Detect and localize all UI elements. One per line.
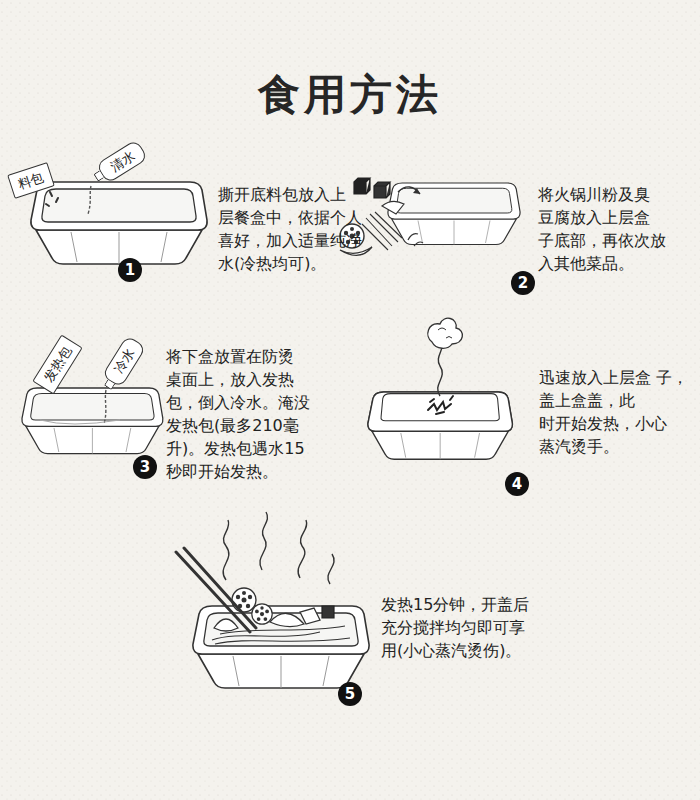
step5-picture xyxy=(176,512,369,688)
callout-number: 4 xyxy=(505,472,529,496)
title: 食用方法 xyxy=(0,70,700,120)
tofu xyxy=(374,182,390,198)
move-arrow-head xyxy=(413,188,420,194)
steam-cloud xyxy=(428,318,463,348)
node-text: 4 xyxy=(505,472,529,496)
lotus-slice xyxy=(252,604,272,624)
step4-picture xyxy=(368,318,512,459)
tofu xyxy=(354,178,370,194)
steam xyxy=(260,512,268,570)
steam xyxy=(223,520,229,580)
step-text: 撕开底料包放入上 层餐盒中，依据个人 喜好，加入适量纯净 水(冷热均可)。 xyxy=(218,183,372,275)
node-text: 3 xyxy=(133,455,157,479)
box xyxy=(368,392,512,459)
lotus-slice xyxy=(232,588,256,612)
sprouts xyxy=(408,234,423,246)
tray xyxy=(31,182,207,264)
noodles xyxy=(362,212,402,250)
tray xyxy=(22,388,163,454)
callout-number: 3 xyxy=(133,455,157,479)
mushroom xyxy=(270,613,304,626)
greens xyxy=(214,619,238,631)
chopsticks xyxy=(176,548,256,632)
node-text: 1 xyxy=(118,258,142,282)
node-text: 2 xyxy=(511,271,535,295)
move-arrow xyxy=(398,187,420,194)
callout-number: 2 xyxy=(511,271,535,295)
water-stream xyxy=(104,390,106,424)
step-text: 迅速放入上层盒 子，盖上盒盖，此 时开始发热，小心 蒸汽烫手。 xyxy=(539,366,693,458)
bowl xyxy=(193,606,369,688)
step1-picture xyxy=(31,182,207,264)
steam-vent xyxy=(428,396,453,414)
callout-number: 5 xyxy=(338,682,362,706)
steam-cloud-detail xyxy=(438,328,452,338)
seasoning-bits xyxy=(46,192,58,206)
node-text: 5 xyxy=(338,682,362,706)
tofu xyxy=(300,608,320,624)
tofu xyxy=(322,606,334,618)
node-text: 料包 xyxy=(16,169,45,191)
callout-number: 1 xyxy=(118,258,142,282)
tray xyxy=(388,183,520,245)
step2-picture xyxy=(340,178,520,255)
steam xyxy=(328,554,334,584)
water-stream xyxy=(88,186,91,214)
step3-picture xyxy=(22,388,163,454)
lid xyxy=(368,392,512,431)
water-surface xyxy=(40,420,120,424)
step-text: 将下盒放置在防烫 桌面上，放入发热 包，倒入冷水。淹没 发热包(最多210毫 升… xyxy=(166,345,320,483)
greens xyxy=(382,201,404,214)
steam xyxy=(298,520,307,578)
step-text: 将火锅川粉及臭 豆腐放入上层盒 子底部，再依次放 入其他菜品。 xyxy=(538,183,692,275)
step-text: 发热15分钟，开盖后 充分搅拌均匀即可享 用(小心蒸汽烫伤)。 xyxy=(381,593,535,662)
